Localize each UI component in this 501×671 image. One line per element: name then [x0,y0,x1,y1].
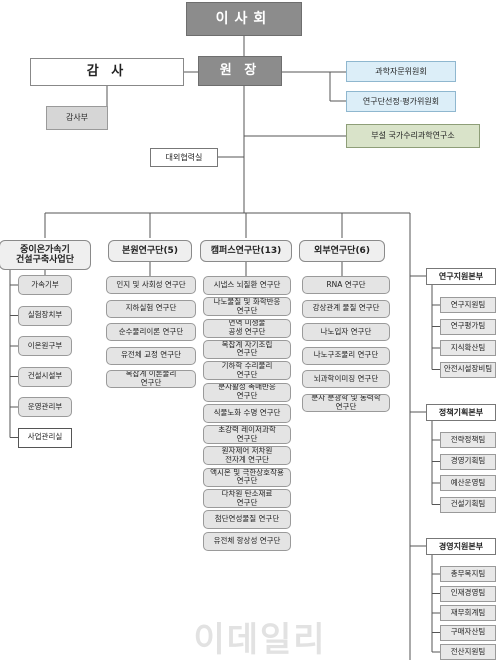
research-unit-box: 기하학 수리물리 연구단 [203,361,291,381]
division-box: 본원연구단(5) [108,240,192,262]
audit-office-box: 감사부 [46,106,108,130]
research-unit-box: 시냅스 뇌질환 연구단 [203,276,291,295]
board-box: 이사회 [186,2,302,36]
research-unit-box: 식물노화 수명 연구단 [203,403,291,423]
support-headquarters-box: 정책기획본부 [426,404,496,421]
research-unit-box: 복잡계 자기조립 연구단 [203,339,291,359]
support-team-box: 건설기획팀 [440,496,496,513]
auditor-box: 감 사 [30,58,184,86]
watermark: 이데일리 [193,620,327,660]
research-unit-box: 액시온 및 극한상호작용 연구단 [203,467,291,487]
research-unit-box: 운영관리부 [18,397,72,417]
research-unit-box: 나노입자 연구단 [302,323,390,341]
committee-box: 연구단선정·평가위원회 [346,91,456,112]
research-unit-box: 지하실험 연구단 [106,299,196,318]
support-team-box: 전산지원팀 [440,644,496,660]
affiliated-institute-box: 부설 국가수리과학연구소 [346,124,480,148]
division-box: 외부연구단(6) [299,240,385,262]
research-unit-box: 면역 미생물 공생 연구단 [203,318,291,338]
support-headquarters-box: 연구지원본부 [426,268,496,285]
research-unit-box: 분자 분광학 및 동력학 연구단 [302,393,390,412]
support-team-box: 예산운영팀 [440,475,496,491]
support-team-box: 연구지원팀 [440,297,496,313]
support-team-box: 구매자산팀 [440,624,496,641]
support-team-box: 안전시설장비팀 [440,361,496,378]
research-unit-box: 가속기부 [18,275,72,295]
research-unit-box: RNA 연구단 [302,276,390,294]
research-unit-box: 복잡계 이론물리 연구단 [106,370,196,388]
committee-box: 과학자문위원회 [346,61,456,82]
research-unit-box: 다차원 탄소재료 연구단 [203,489,291,508]
division-box: 캠퍼스연구단(13) [200,240,292,262]
support-team-box: 인재경영팀 [440,585,496,602]
support-team-box: 총무복지팀 [440,566,496,582]
research-unit-box: 사업관리실 [18,427,72,448]
research-unit-box: 초강력 레이저과학 연구단 [203,425,291,445]
research-unit-box: 이온원구부 [18,336,72,356]
research-unit-box: 나노물질 및 화학반응 연구단 [203,297,291,317]
research-unit-box: 원자제어 저차원 전자계 연구단 [203,446,291,466]
research-unit-box: 건설시설부 [18,366,72,387]
support-team-box: 전략정책팀 [440,432,496,448]
support-team-box: 경영기획팀 [440,453,496,470]
research-unit-box: 첨단연성물질 연구단 [203,510,291,530]
research-unit-box: 실험장치부 [18,305,72,326]
research-unit-box: 유전체 교정 연구단 [106,346,196,365]
research-unit-box: 인지 및 사회성 연구단 [106,276,196,294]
support-headquarters-box: 경영지원본부 [426,538,496,555]
research-unit-box: 나노구조물리 연구단 [302,346,390,365]
support-team-box: 연구평가팀 [440,318,496,335]
division-box: 중이온가속기 건설구축사업단 [0,240,91,270]
research-unit-box: 순수물리이론 연구단 [106,323,196,341]
director-box: 원 장 [198,56,282,86]
support-team-box: 지식확산팀 [440,340,496,356]
research-unit-box: 강상관계 물질 연구단 [302,299,390,318]
research-unit-box: 뇌과학이미징 연구단 [302,370,390,388]
support-team-box: 재무회계팀 [440,605,496,621]
research-unit-box: 분자활성 촉매반응 연구단 [203,382,291,402]
research-unit-box: 유전체 항상성 연구단 [203,531,291,551]
external-cooperation-box: 대외협력실 [150,148,218,167]
